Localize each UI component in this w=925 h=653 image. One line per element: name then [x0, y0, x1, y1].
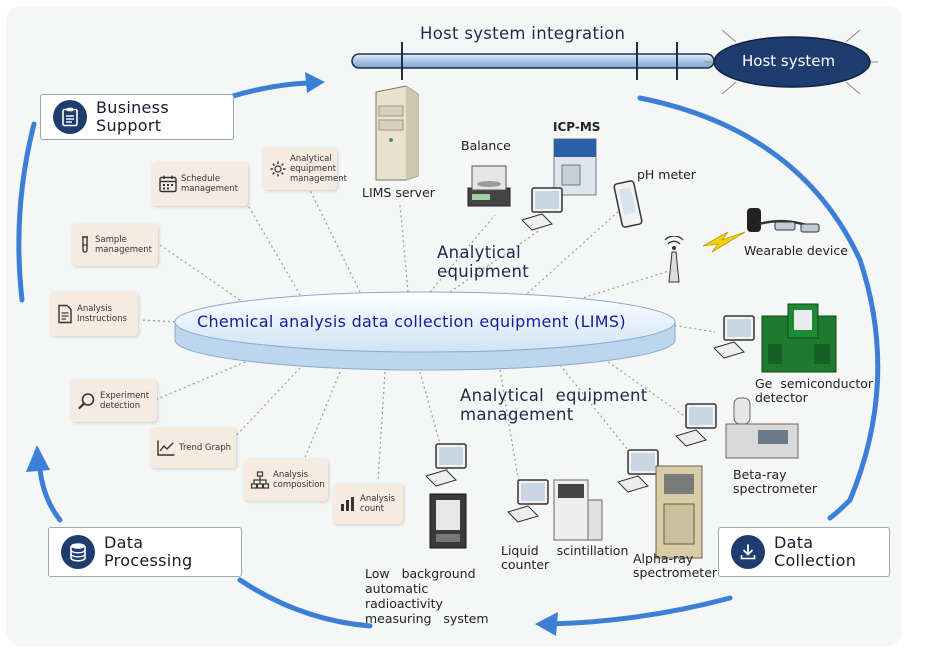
data-processing-label: Data Processing: [104, 533, 193, 570]
lims-server-icon: [375, 85, 419, 181]
beta-ray-label: Beta-ray spectrometer: [733, 467, 818, 496]
icp-ms-pc-icon: [521, 187, 563, 231]
business-support-box[interactable]: Business Support: [40, 94, 234, 140]
ge-detector-pc-icon: [713, 315, 755, 359]
ph-meter-icon: [613, 180, 643, 228]
liquid-scintillation-icon: [553, 479, 603, 541]
line-chart-icon: [156, 439, 176, 457]
low-background-icon: [429, 493, 467, 549]
tag-schedule-management-label: Schedule management: [181, 174, 238, 194]
icp-ms-icon: [553, 138, 597, 196]
test-tube-icon: [78, 235, 92, 255]
beta-ray-icon: [725, 397, 799, 459]
liquid-scintillation-label: Liquid scintillation counter: [501, 543, 629, 572]
data-collection-box[interactable]: Data Collection: [718, 527, 890, 577]
lims-server-label: LIMS server: [362, 185, 435, 200]
low-background-pc-icon: [425, 443, 467, 487]
tag-analytical-equipment-management[interactable]: Analytical equipment management: [263, 148, 347, 190]
gear-icon: [269, 160, 287, 178]
tag-schedule-management[interactable]: Schedule management: [152, 162, 248, 206]
antenna-icon: [664, 236, 684, 283]
balance-icon: [467, 165, 511, 207]
connector-lines: [139, 189, 716, 491]
tag-trend-graph-label: Trend Graph: [179, 443, 232, 453]
host-system-label[interactable]: Host system: [742, 52, 836, 70]
balance-label: Balance: [461, 138, 511, 153]
wireless-bolt: [702, 231, 746, 253]
host-integration-title: Host system integration: [420, 24, 626, 43]
tag-analysis-composition-label: Analysis composition: [273, 470, 325, 490]
tag-analysis-count-label: Analysis count: [360, 494, 396, 514]
lims-disk: [174, 291, 676, 371]
tag-experiment-detection-label: Experiment detection: [100, 391, 150, 411]
hierarchy-icon: [250, 470, 270, 490]
document-icon: [56, 304, 74, 324]
business-support-label: Business Support: [96, 98, 169, 135]
ge-detector-icon: [761, 303, 837, 373]
tag-analysis-instructions-label: Analysis Instructions: [77, 304, 127, 324]
lims-center-label[interactable]: Chemical analysis data collection equipm…: [197, 312, 626, 331]
tag-experiment-detection[interactable]: Experiment detection: [71, 380, 157, 422]
wearable-device-icon: [747, 208, 820, 233]
low-background-label: Low background automatic radioactivity m…: [365, 566, 489, 626]
alpha-ray-pc-icon: [617, 449, 659, 493]
cycle-arrows: [16, 80, 881, 629]
ph-meter-label: pH meter: [637, 167, 696, 182]
section-analytical-equipment: Analytical equipment: [437, 243, 529, 281]
beta-ray-pc-icon: [675, 403, 717, 447]
host-rays: [704, 29, 878, 95]
cycle-arrowheads: [26, 72, 558, 636]
clipboard-icon: [53, 100, 87, 134]
data-collection-label: Data Collection: [774, 533, 857, 570]
tag-sample-management[interactable]: Sample management: [72, 224, 158, 266]
ge-detector-label: Ge semiconductor detector: [755, 376, 874, 405]
tag-analysis-composition[interactable]: Analysis composition: [244, 459, 328, 501]
alpha-ray-icon: [655, 465, 703, 559]
bar-chart-icon: [339, 495, 357, 513]
host-system-ellipse: [713, 36, 871, 88]
section-equipment-management: Analytical equipment management: [460, 386, 648, 424]
magnifier-icon: [77, 391, 97, 411]
download-icon: [731, 535, 765, 569]
host-pipe: [351, 42, 715, 80]
alpha-ray-label: Alpha-ray spectrometer: [633, 551, 718, 580]
tag-sample-management-label: Sample management: [95, 235, 152, 255]
data-processing-box[interactable]: Data Processing: [48, 527, 242, 577]
tag-trend-graph[interactable]: Trend Graph: [150, 428, 236, 468]
calendar-icon: [158, 174, 178, 194]
tag-analysis-count[interactable]: Analysis count: [333, 484, 403, 524]
tag-analytical-equipment-management-label: Analytical equipment management: [290, 154, 347, 184]
wearable-device-label: Wearable device: [744, 243, 848, 258]
icp-ms-label: ICP-MS: [553, 120, 601, 134]
database-icon: [61, 535, 95, 569]
tag-analysis-instructions[interactable]: Analysis Instructions: [50, 292, 138, 336]
liquid-scintillation-pc-icon: [507, 479, 549, 523]
